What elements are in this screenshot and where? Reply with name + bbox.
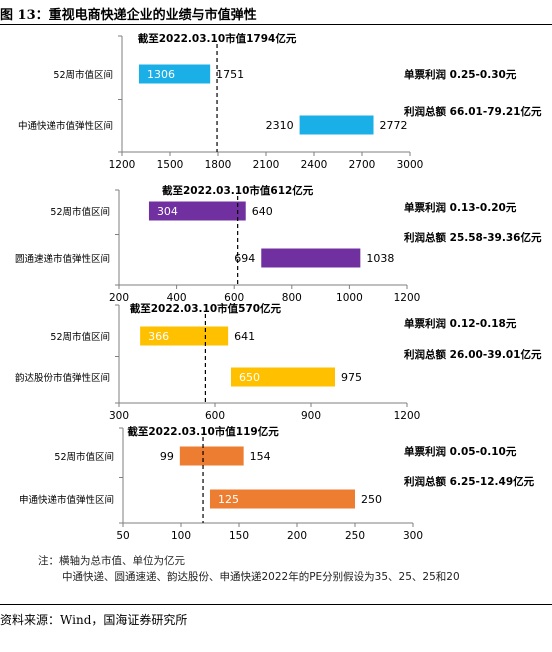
figure-title: 图 13：重视电商快递企业的业绩与市值弹性 bbox=[0, 8, 257, 23]
x-tick-label: 150 bbox=[229, 530, 249, 542]
title-rule bbox=[0, 24, 552, 25]
chart-panel-1: 1200 1500 1800 2100 2400 2700 3000 52周市值区间 1306 1… bbox=[18, 32, 542, 171]
x-tick-label: 600 bbox=[224, 292, 244, 304]
x-tick-label: 400 bbox=[167, 292, 187, 304]
chart-notes: 注：横轴为总市值、单位为亿元 中通快递、圆通速递、韵达股份、申通快递2022年的… bbox=[38, 553, 460, 585]
side-annotation: 利润总额 6.25-12.49亿元 bbox=[404, 475, 535, 488]
bar-low-label: 1306 bbox=[147, 68, 175, 81]
bar-low-label: 304 bbox=[157, 205, 178, 218]
x-tick-label: 1200 bbox=[394, 410, 421, 422]
category-label: 52周市值区间 bbox=[54, 451, 114, 463]
source-text: 资料来源：Wind，国海证券研究所 bbox=[0, 613, 188, 627]
x-tick-label: 50 bbox=[116, 530, 129, 542]
range-bar bbox=[138, 64, 211, 84]
x-tick-label: 2700 bbox=[349, 159, 376, 171]
category-label: 申通快递市值弹性区间 bbox=[19, 494, 114, 506]
side-annotation: 单票利润 0.05-0.10元 bbox=[404, 445, 517, 458]
x-tick-label: 1200 bbox=[109, 159, 136, 171]
bar-high-label: 641 bbox=[234, 330, 255, 343]
bar-high-label: 1751 bbox=[216, 68, 244, 81]
bar-high-label: 975 bbox=[341, 371, 362, 384]
bar-low-label: 694 bbox=[234, 252, 255, 265]
x-tick-label: 600 bbox=[205, 410, 225, 422]
charts-canvas: 1200 1500 1800 2100 2400 2700 3000 52周市值区间 1306 1… bbox=[15, 32, 542, 542]
note-line-1: 注：横轴为总市值、单位为亿元 bbox=[38, 555, 185, 567]
side-annotation: 利润总额 66.01-79.21亿元 bbox=[404, 105, 542, 118]
x-tick-label: 250 bbox=[345, 530, 365, 542]
side-annotation: 单票利润 0.12-0.18元 bbox=[404, 317, 517, 330]
category-label: 圆通速递市值弹性区间 bbox=[15, 253, 110, 265]
side-annotation: 利润总额 26.00-39.01亿元 bbox=[404, 348, 542, 361]
side-annotation: 单票利润 0.13-0.20元 bbox=[404, 201, 517, 214]
x-tick-label: 300 bbox=[109, 410, 129, 422]
range-bar bbox=[148, 201, 246, 221]
x-tick-label: 2400 bbox=[301, 159, 328, 171]
category-label: 52周市值区间 bbox=[50, 331, 110, 343]
range-bar bbox=[179, 446, 244, 466]
x-tick-label: 1000 bbox=[336, 292, 363, 304]
category-label: 韵达股份市值弹性区间 bbox=[15, 372, 110, 384]
x-tick-label: 1800 bbox=[205, 159, 232, 171]
marker-label: 截至2022.03.10市值119亿元 bbox=[127, 425, 279, 438]
x-tick-label: 900 bbox=[301, 410, 321, 422]
bar-low-label: 650 bbox=[239, 371, 260, 384]
chart-panel-3: 300 600 900 1200 52周市值区间 366 641 韵达股份市值弹性区间 650 9… bbox=[15, 302, 542, 422]
bar-high-label: 640 bbox=[252, 205, 273, 218]
bar-high-label: 1038 bbox=[366, 252, 394, 265]
range-bar bbox=[210, 489, 355, 509]
x-tick-label: 100 bbox=[171, 530, 191, 542]
chart-panel-2: 200 400 600 800 1000 1200 52周市值区间 304 640 圆通速递市值弹… bbox=[15, 184, 542, 304]
bar-low-label: 366 bbox=[148, 330, 169, 343]
side-annotation: 单票利润 0.25-0.30元 bbox=[404, 68, 517, 81]
marker-label: 截至2022.03.10市值1794亿元 bbox=[138, 32, 297, 45]
bar-high-label: 154 bbox=[250, 450, 271, 463]
x-tick-label: 1500 bbox=[157, 159, 184, 171]
category-label: 52周市值区间 bbox=[53, 69, 113, 81]
x-tick-label: 200 bbox=[287, 530, 307, 542]
marker-label: 截至2022.03.10市值570亿元 bbox=[130, 302, 282, 315]
range-bar bbox=[299, 115, 374, 135]
x-tick-label: 1200 bbox=[394, 292, 421, 304]
bar-high-label: 2772 bbox=[380, 119, 408, 132]
range-bar bbox=[231, 367, 335, 387]
range-bar bbox=[140, 326, 229, 346]
bar-low-label: 99 bbox=[160, 450, 174, 463]
range-bar bbox=[261, 248, 361, 268]
bar-high-label: 250 bbox=[361, 493, 382, 506]
side-annotation: 利润总额 25.58-39.36亿元 bbox=[404, 231, 542, 244]
x-tick-label: 800 bbox=[282, 292, 302, 304]
marker-label: 截至2022.03.10市值612亿元 bbox=[162, 184, 314, 197]
bar-low-label: 125 bbox=[218, 493, 239, 506]
category-label: 52周市值区间 bbox=[50, 206, 110, 218]
x-tick-label: 200 bbox=[109, 292, 129, 304]
note-line-2: 中通快递、圆通速递、韵达股份、申通快递2022年的PE分别假设为35、25、25… bbox=[62, 571, 460, 583]
category-label: 中通快递市值弹性区间 bbox=[18, 120, 113, 132]
source-rule bbox=[0, 604, 552, 605]
x-tick-label: 300 bbox=[403, 530, 423, 542]
x-tick-label: 2100 bbox=[253, 159, 280, 171]
bar-low-label: 2310 bbox=[266, 119, 294, 132]
chart-panel-4: 50 100 150 200 250 300 52周市值区间 99 154 申通快递市值弹性区间 1… bbox=[19, 425, 535, 542]
x-tick-label: 3000 bbox=[397, 159, 424, 171]
